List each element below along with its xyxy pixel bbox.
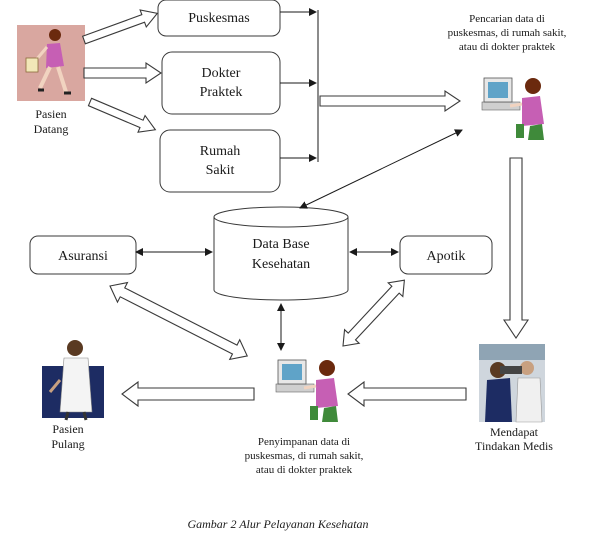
computer-operator-icon (481, 77, 544, 140)
caption-penyimpanan-line1: Penyimpanan data di (258, 436, 350, 448)
caption-mendapat-line2: Tindakan Medis (475, 439, 553, 453)
rumah-sakit-label-line2: Sakit (206, 163, 235, 178)
database-label-line2: Kesehatan (252, 257, 310, 272)
block-arrow-asuransi-store (109, 281, 249, 361)
block-arrow-to-rumah-sakit (87, 97, 157, 133)
caption-pasien-datang-line2: Datang (34, 122, 69, 136)
block-arrow-to-search (319, 89, 461, 113)
block-arrow-apotik-store (342, 279, 405, 347)
apotik-label: Apotik (427, 249, 466, 264)
caption-pasien-datang-line1: Pasien (35, 107, 66, 121)
block-arrows (81, 9, 530, 408)
doctor-treatment-icon (479, 344, 545, 423)
caption-pencarian-line2: puskesmas, di rumah sakit, (448, 27, 567, 39)
block-arrow-to-dokter (83, 61, 162, 85)
caption-penyimpanan-line2: puskesmas, di rumah sakit, (245, 450, 364, 462)
caption-penyimpanan-line3: atau di dokter praktek (256, 464, 353, 476)
caption-pencarian-line1: Pencarian data di (469, 13, 545, 25)
caption-pasien-datang: Pasien Datang (34, 107, 69, 136)
rumah-sakit-label-line1: Rumah (200, 144, 240, 159)
block-arrow-to-puskesmas (81, 9, 159, 45)
walking-patient-icon (17, 25, 85, 101)
rumah-sakit-box: Rumah Sakit (159, 129, 281, 193)
dokter-praktek-label-line1: Dokter (202, 66, 241, 81)
puskesmas-box: Puskesmas (157, 0, 281, 37)
collector-lines (135, 8, 463, 351)
computer-operator-icon (275, 359, 338, 422)
caption-pencarian: Pencarian data di puskesmas, di rumah sa… (448, 13, 567, 53)
asuransi-box: Asuransi (29, 235, 137, 275)
caption-pasien-pulang-line1: Pasien (52, 422, 83, 436)
caption-penyimpanan: Penyimpanan data di puskesmas, di rumah … (245, 436, 364, 476)
database-label-line1: Data Base (252, 237, 309, 252)
caption-pasien-pulang: Pasien Pulang (51, 422, 84, 451)
doctor-patient-icon (42, 340, 104, 421)
block-arrow-to-treatment (502, 157, 530, 339)
connector-search-database (299, 129, 463, 209)
caption-pencarian-line3: atau di dokter praktek (459, 41, 556, 53)
puskesmas-label: Puskesmas (188, 11, 249, 26)
asuransi-label: Asuransi (58, 249, 108, 264)
figure-caption: Gambar 2 Alur Pelayanan Kesehatan (187, 517, 368, 531)
apotik-box: Apotik (399, 235, 493, 275)
block-arrow-to-store (347, 380, 467, 408)
dokter-praktek-box: Dokter Praktek (161, 51, 281, 115)
dokter-praktek-label-line2: Praktek (200, 85, 243, 100)
caption-pasien-pulang-line2: Pulang (51, 437, 84, 451)
database-cylinder: Data Base Kesehatan (213, 206, 349, 301)
caption-mendapat: Mendapat Tindakan Medis (475, 425, 553, 453)
caption-mendapat-line1: Mendapat (490, 425, 539, 439)
block-arrow-to-pulang (121, 380, 255, 408)
